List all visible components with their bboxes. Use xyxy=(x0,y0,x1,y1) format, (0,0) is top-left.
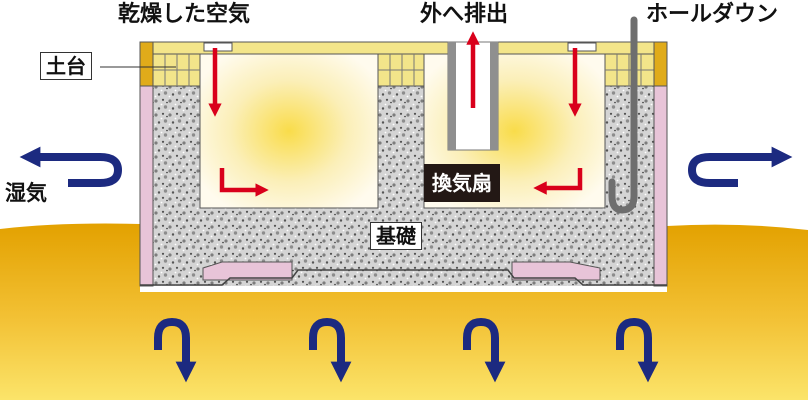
sill-corner-left xyxy=(139,41,154,87)
navy-u-turn-arrow-icon xyxy=(463,317,506,383)
insulation-base-left xyxy=(202,261,293,281)
navy-u-turn-arrow-icon xyxy=(616,317,659,383)
sill-corner-right xyxy=(653,41,668,87)
air-flow-arrows xyxy=(208,31,583,197)
insulation-base-right xyxy=(511,261,601,281)
slab-line xyxy=(140,269,667,286)
navy-u-turn-arrow-icon xyxy=(309,317,352,383)
insulation-left xyxy=(139,85,154,287)
ground xyxy=(0,223,808,400)
red-arrow-icon xyxy=(533,168,583,195)
underfloor-space-left xyxy=(199,53,379,209)
label-dry-air: 乾燥した空気 xyxy=(118,2,251,27)
red-arrow-icon xyxy=(219,168,269,197)
navy-u-turn-arrow-icon xyxy=(687,146,793,187)
hold-down-bolt xyxy=(608,16,638,214)
label-exhaust-outside: 外へ排出 xyxy=(420,2,509,27)
sill-gap-left xyxy=(203,42,233,52)
ventilation-fan: 換気扇 xyxy=(424,164,500,202)
insulation-right xyxy=(653,85,668,287)
label-foundation: 基礎 xyxy=(370,222,422,250)
sill-gap-right xyxy=(567,42,597,52)
navy-u-turn-arrow-icon xyxy=(154,317,197,383)
sill-grid xyxy=(153,54,654,86)
moisture-arrows-side xyxy=(19,146,793,187)
label-sill: 土台 xyxy=(40,52,92,80)
navy-u-turn-arrow-icon xyxy=(19,146,123,187)
duct-wall-left xyxy=(448,42,456,150)
label-hold-down: ホールダウン xyxy=(646,2,779,27)
duct-wall-right xyxy=(490,42,498,150)
label-humid-air: 湿気 xyxy=(5,181,47,205)
moisture-arrows-ground xyxy=(154,317,659,383)
